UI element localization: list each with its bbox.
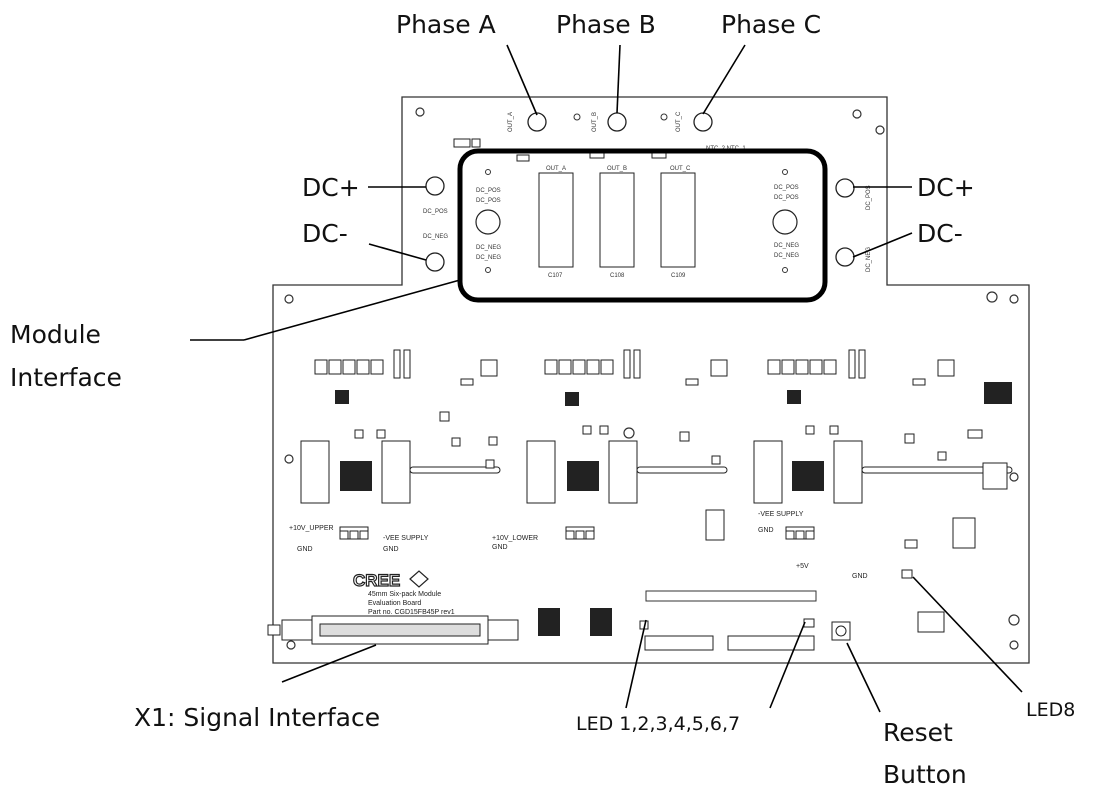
callout-leds: LED 1,2,3,4,5,6,7 (576, 713, 740, 735)
callout-phase-b: Phase B (556, 10, 656, 39)
callout-module-line-1: Module (10, 320, 101, 349)
silk-upper-supply: +10V_UPPER (289, 525, 334, 532)
silk-dc-neg-left: DC_NEG (423, 234, 448, 240)
callout-reset-line-2: Button (883, 760, 967, 789)
silk-module-out-c: OUT_C (670, 166, 691, 172)
silk-out-b: OUT_B (592, 112, 598, 132)
silk-module-dc-neg-l2: DC_NEG (476, 255, 501, 261)
mounting-holes (284, 107, 1020, 650)
dc-terminals-left (425, 176, 445, 272)
ic-1 (538, 608, 560, 636)
silk-module-dc-neg-r1: DC_NEG (774, 243, 799, 249)
silk-gnd-3: GND (492, 544, 508, 551)
module-contents (475, 169, 798, 273)
callout-led8: LED8 (1026, 699, 1075, 721)
callout-dc-neg-right: DC- (917, 219, 963, 248)
silk-module-dc-pos-r1: DC_POS (774, 185, 799, 191)
silk-gnd-4: GND (758, 527, 774, 534)
silk-gnd-2: GND (383, 546, 399, 553)
dc-terminals-right (835, 178, 855, 267)
silk-out-c: OUT_C (676, 111, 682, 132)
gate-driver-channels (300, 349, 1013, 633)
x1-signal-connector (267, 615, 519, 645)
silk-out-a: OUT_A (508, 112, 514, 132)
module-interface-outline (457, 148, 828, 303)
silk-c108: C108 (610, 273, 625, 279)
silk-module-dc-neg-r2: DC_NEG (774, 253, 799, 259)
callout-reset-line-1: Reset (883, 718, 953, 747)
board-line-1: 45mm Six-pack Module (368, 591, 441, 598)
silk-dc-pos-left: DC_POS (423, 209, 448, 215)
reset-button-part (831, 621, 851, 641)
silk-c107: C107 (548, 273, 563, 279)
top-small-parts (453, 138, 667, 162)
silk-module-out-b: OUT_B (607, 166, 627, 172)
silk-gnd-5: GND (852, 573, 868, 580)
callout-phase-a: Phase A (396, 10, 496, 39)
callout-dc-pos-right: DC+ (917, 173, 975, 202)
ic-2 (590, 608, 612, 636)
silk-dc-pos-right: DC_POS (866, 185, 872, 210)
silk-dc-neg-right: DC_NEG (866, 247, 872, 272)
callout-dc-pos-left: DC+ (302, 173, 360, 202)
silk-vee-supply-1: -VEE SUPPLY (383, 535, 429, 542)
led8-part (901, 569, 913, 579)
callout-dc-neg-left: DC- (302, 219, 348, 248)
silk-5v: +5V (796, 563, 809, 570)
led-row (639, 590, 817, 651)
board-line-2: Evaluation Board (368, 600, 421, 607)
silk-vee-supply-2: -VEE SUPPLY (758, 511, 804, 518)
cree-logo: CREE (353, 571, 400, 590)
silk-module-dc-pos-l1: DC_POS (476, 188, 501, 194)
silk-c109: C109 (671, 273, 686, 279)
silk-module-dc-neg-l1: DC_NEG (476, 245, 501, 251)
callout-signal-interface: X1: Signal Interface (134, 703, 380, 732)
silk-module-dc-pos-l2: DC_POS (476, 198, 501, 204)
silk-gnd-1: GND (297, 546, 313, 553)
silk-lower-supply: +10V_LOWER (492, 535, 538, 542)
phase-terminals (527, 112, 713, 132)
leader-lines (190, 44, 1023, 713)
supply-connectors (339, 530, 815, 540)
silk-module-out-a: OUT_A (546, 166, 566, 172)
callout-module-line-2: Interface (10, 363, 122, 392)
callout-phase-c: Phase C (721, 10, 821, 39)
silk-module-dc-pos-r2: DC_POS (774, 195, 799, 201)
cree-logo-mark (409, 570, 429, 588)
board-line-3: Part no. CGD15FB45P rev1 (368, 609, 455, 616)
